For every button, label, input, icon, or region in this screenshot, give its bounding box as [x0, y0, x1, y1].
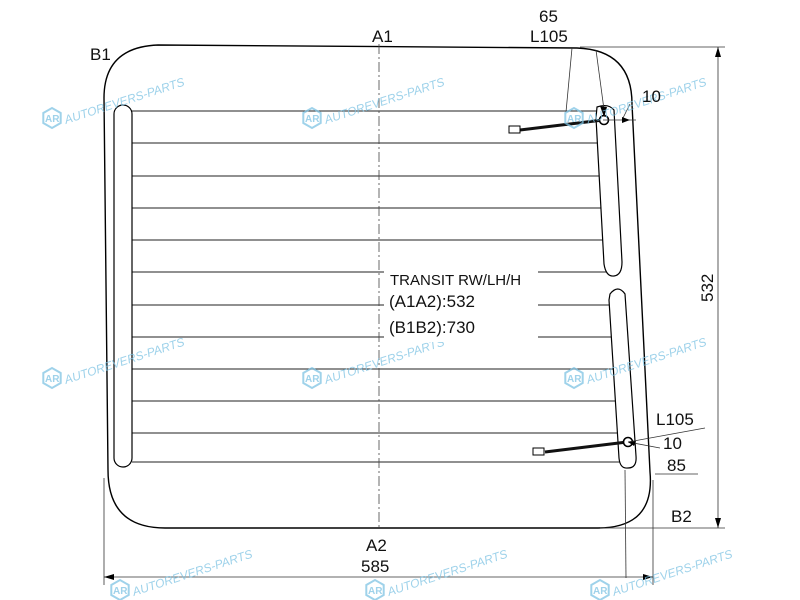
- dim-height: 532: [698, 274, 717, 302]
- ar-logo-icon: [302, 106, 322, 130]
- dim-top-offset: 65: [539, 7, 558, 26]
- watermark-text: AUTOREVERS-PARTS: [610, 547, 735, 599]
- dim-top-gap: 10: [642, 87, 661, 106]
- watermark-logo: AR: [567, 114, 582, 125]
- watermark-text: AUTOREVERS-PARTS: [322, 75, 447, 127]
- watermark-logo: AR: [368, 586, 383, 597]
- label-b1: B1: [90, 45, 111, 64]
- ar-logo-icon: [365, 578, 385, 600]
- watermark-logo: AR: [567, 374, 582, 385]
- spec-b1b2: (B1B2):730: [389, 318, 475, 337]
- label-a1: A1: [372, 27, 393, 46]
- watermark-logo: AR: [305, 374, 320, 385]
- watermark-logo: AR: [45, 114, 60, 125]
- watermark-logo: AR: [305, 114, 320, 125]
- watermark-logo: AR: [45, 374, 60, 385]
- watermark-text: AUTOREVERS-PARTS: [130, 547, 255, 599]
- left-busbar: [113, 104, 133, 468]
- dim-width: 585: [361, 557, 389, 576]
- glass-outline: [103, 44, 652, 529]
- dimension-lines: [103, 46, 725, 585]
- watermark-logo: AR: [593, 586, 608, 597]
- ar-logo-icon: [302, 366, 322, 390]
- right-busbar-bottom: [608, 288, 637, 469]
- ar-logo-icon: [110, 578, 130, 600]
- label-a2: A2: [366, 536, 387, 555]
- watermark-text: AUTOREVERS-PARTS: [385, 547, 510, 599]
- dimension-arrows: [104, 47, 721, 580]
- dim-bottom-gap: 10: [663, 434, 682, 453]
- ar-logo-icon: [564, 366, 584, 390]
- spec-model: TRANSIT RW/LH/H: [390, 272, 521, 289]
- spec-a1a2: (A1A2):532: [389, 292, 475, 311]
- ar-logo-icon: [42, 106, 62, 130]
- watermark-logo: AR: [113, 586, 128, 597]
- right-busbar-top: [595, 104, 623, 277]
- ar-logo-icon: [590, 578, 610, 600]
- ar-logo-icon: [42, 366, 62, 390]
- watermark-text: AUTOREVERS-PARTS: [322, 335, 447, 387]
- label-b2: B2: [671, 507, 692, 526]
- dim-bottom-length: L105: [656, 410, 694, 429]
- ar-logo-icon: [564, 106, 584, 130]
- spec-background: [384, 268, 538, 342]
- dim-top-length: L105: [530, 27, 568, 46]
- dim-bottom-offset: 85: [667, 456, 686, 475]
